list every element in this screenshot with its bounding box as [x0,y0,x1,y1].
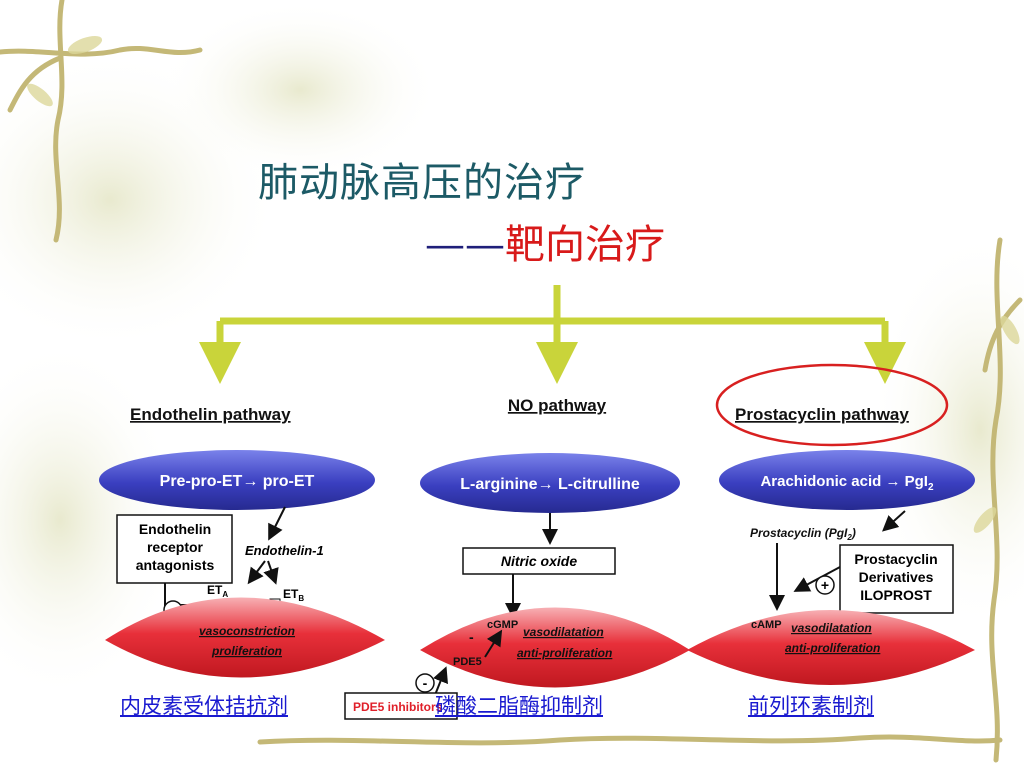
prostacyclin-top-oval-label: Arachidonic acid → PgI2 [760,473,934,493]
prostacyclin-bottom-lens [687,610,975,685]
prostacyclin-mediator-label: Prostacyclin (PgI2) [750,526,856,542]
arrow-icon [484,629,503,658]
prostacyclin-box-line-2: Derivatives [859,569,934,585]
camp-label: cAMP [751,619,782,631]
endothelin-top-oval [99,450,375,510]
prostacyclin-box-line-1: Prostacyclin [854,551,937,567]
endothelin-box-line-2: receptor [147,539,204,555]
activate-sign-text: + [821,577,829,593]
nitric-oxide-label: Nitric oxide [501,553,577,569]
no-top-oval [420,453,680,513]
pde5-label: PDE5 [453,656,482,668]
endothelin-bottom-lens [105,597,385,678]
endothelin-box-line-1: Endothelin [139,521,211,537]
background-blotch [0,340,180,700]
endothelin-antagonists-box [116,514,233,584]
no-pathway-heading: NO pathway [508,396,607,415]
background-blotch [160,0,440,180]
highlight-circle [715,363,949,447]
prostacyclin-effect-1: vasodilatation [791,621,872,635]
title-target-therapy: 靶向治疗 [505,222,665,268]
connector-tree [199,285,906,384]
nitric-oxide-box [462,547,616,575]
title-dash: —— [425,222,505,268]
link-pde5-inhibitors[interactable]: 磷酸二脂酶抑制剂 [435,694,603,718]
endothelin-effect-1: vasoconstriction [199,624,295,638]
receptor-etb-label: ETB [283,587,304,603]
no-top-oval-label: L-arginine→ L-citrulline [460,476,640,493]
pde5-minus-sign: - [469,629,474,645]
arrow-icon [433,666,448,696]
arrow-icon [882,510,906,532]
prostacyclin-box-line-3: ILOPROST [860,587,932,603]
prostacyclin-pathway-heading: Prostacyclin pathway [735,405,909,424]
endothelin-pathway-heading: Endothelin pathway [130,405,291,424]
background-blotch [870,230,1024,630]
prostacyclin-effect-2: anti-proliferation [785,641,880,655]
inhibit-sign-text: - [423,675,428,691]
activate-sign-icon [815,575,835,595]
arrow-icon [247,560,266,585]
no-bottom-lens [420,607,690,688]
link-prostacyclin-agents[interactable]: 前列环素制剂 [748,694,874,718]
arrow-icon [268,506,286,541]
endothelin-effect-2: proliferation [211,644,282,658]
endothelin-1-label: Endothelin-1 [245,543,324,558]
endothelin-top-oval-label: Pre-pro-ET→ pro-ET [160,473,315,490]
vine-leaves [27,35,1020,533]
page-title: 肺动脉高压的治疗 [258,160,586,206]
prostacyclin-top-oval [719,450,975,510]
cgmp-label: cGMP [487,619,518,631]
no-effect-1: vasodilatation [523,625,604,639]
no-effect-2: anti-proliferation [517,646,612,660]
pde5-inhibitors-label: PDE5 inhibitors [353,700,443,714]
link-endothelin-receptor-antagonists[interactable]: 内皮素受体拮抗剂 [120,694,288,718]
prostacyclin-derivatives-box [839,544,954,614]
page-subtitle: ——靶向治疗 [425,212,665,270]
pathway-diagram: Endothelin pathway Pre-pro-ET→ pro-ET En… [99,285,975,720]
arrow-icon [263,560,279,585]
receptor-eta-label: ETA [207,583,228,599]
endothelin-box-line-3: antagonists [136,557,215,573]
inhibit-sign-icon [415,673,435,693]
pde5-inhibitors-box [344,692,458,720]
